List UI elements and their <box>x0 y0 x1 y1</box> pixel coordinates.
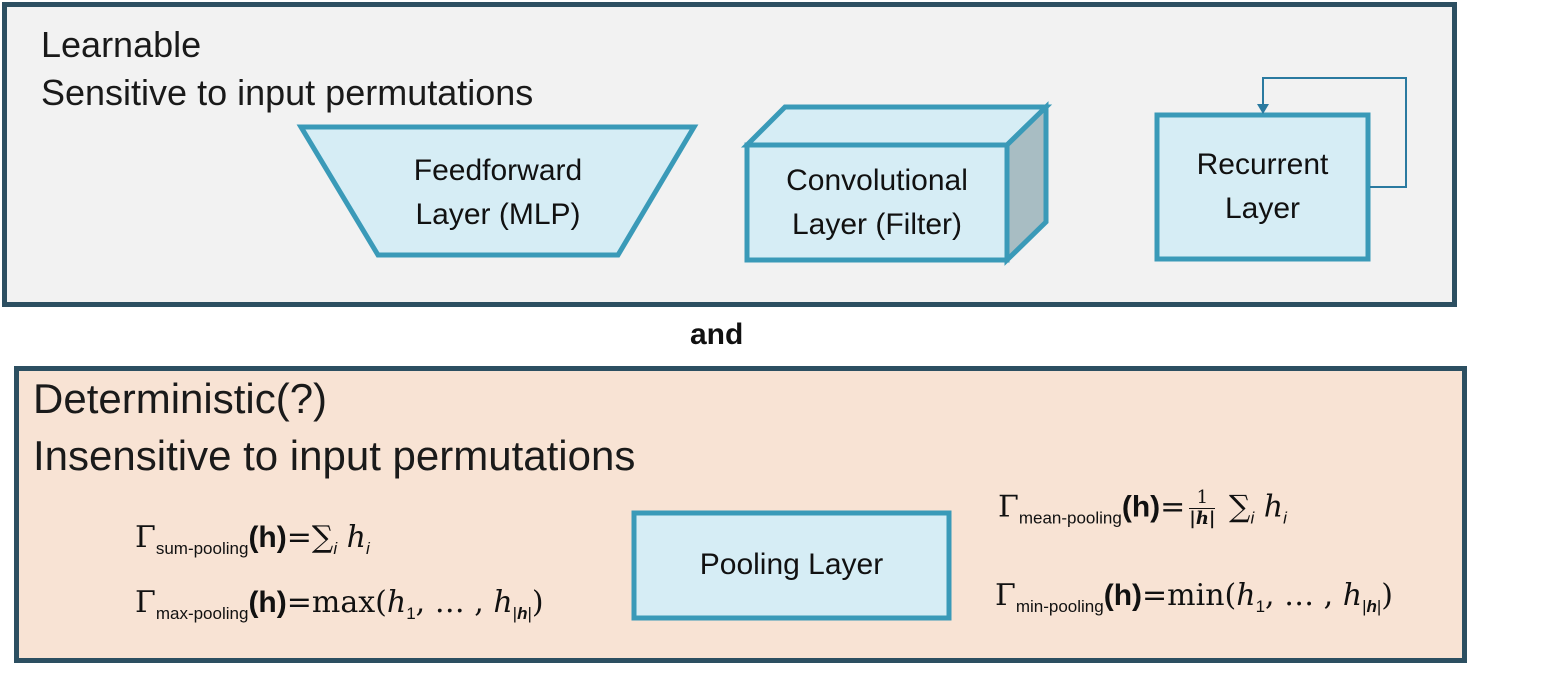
and-connector: and <box>690 318 744 351</box>
convolutional-label: Convolutional Layer (Filter) <box>786 164 968 241</box>
cube-top-face <box>740 104 1053 148</box>
recurrent-box <box>1154 112 1371 262</box>
arrowhead-icon <box>1257 104 1269 114</box>
feedforward-label: Feedforward Layer (MLP) <box>413 154 583 231</box>
recurrent-label: Recurrent Layer <box>1196 148 1329 225</box>
max-pooling-formula: Γmax-pooling(h)=max(h1, … , h|h|) <box>135 585 544 623</box>
feedforward-trapezoid <box>296 124 699 258</box>
cube-front-face <box>744 142 1010 263</box>
mean-pooling-formula: Γmean-pooling(h)=1|h| ∑i hi <box>998 487 1287 529</box>
deterministic-heading: Deterministic(?) <box>33 375 328 422</box>
sensitivity-heading: Sensitive to input permutations <box>41 72 534 113</box>
mean-fraction: 1|h| <box>1189 487 1216 529</box>
pooling-label: Pooling Layer <box>699 548 884 581</box>
insensitivity-heading: Insensitive to input permutations <box>33 432 636 479</box>
pooling-box <box>631 510 952 621</box>
sum-pooling-formula: Γsum-pooling(h)=∑i hi <box>135 520 370 558</box>
learnable-heading: Learnable <box>41 24 202 65</box>
min-pooling-formula: Γmin-pooling(h)=min(h1, … , h|h|) <box>995 578 1394 616</box>
recurrent-loop-arrow <box>1262 77 1407 188</box>
